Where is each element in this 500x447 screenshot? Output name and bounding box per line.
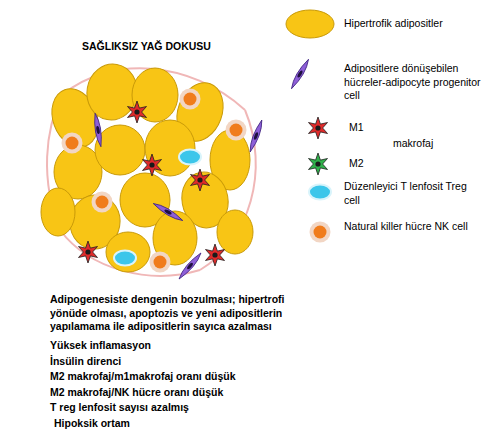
nk-cell (92, 192, 113, 213)
legend-samples (286, 10, 334, 243)
m1-sample (309, 117, 328, 139)
legend-item: Düzenleyici T lenfosit Treg cell (344, 180, 484, 207)
m1-macrophage (143, 154, 162, 176)
progenitor-cell (248, 119, 265, 153)
progenitor-sample (289, 58, 311, 90)
nk-sample (310, 222, 331, 243)
legend-item: Natural killer hücre NK cell (344, 220, 484, 234)
nk-cell (180, 89, 201, 110)
nk-cell (62, 133, 83, 154)
m2-sample (309, 153, 328, 175)
tissue-cells (62, 89, 265, 281)
treg-sample (309, 185, 331, 200)
adipocyte-sample (286, 10, 334, 38)
progenitor-cell (152, 201, 184, 223)
finding-note: Hipoksik ortam (54, 417, 314, 431)
legend-text: M1 (349, 121, 364, 133)
progenitor-cell (92, 113, 103, 147)
legend-text: Adipositlere dönüşebilen hücreler-adipoc… (344, 62, 481, 101)
m1-macrophage (206, 244, 225, 266)
legend-text: Natural killer hücre NK cell (344, 220, 468, 232)
finding-note: T reg lenfosit sayısı azalmış (50, 401, 310, 415)
m1-macrophage (128, 101, 147, 123)
progenitor-cell (177, 251, 203, 281)
m1-macrophage (191, 169, 210, 191)
nk-cell (226, 120, 247, 141)
diagram-title: SAĞLIKSIZ YAĞ DOKUSU (82, 40, 211, 54)
legend-group-label: makrofaj (393, 137, 473, 151)
legend-item: M1 (349, 121, 389, 135)
finding-note: İnsülin direnci (50, 355, 310, 369)
finding-note: Yüksek inflamasyon (50, 339, 310, 353)
legend-item: Hipertrofik adipositler (344, 17, 494, 31)
finding-note: M2 makrofaj/m1makrofaj oranı düşük (50, 370, 310, 384)
adipocyte-cluster (41, 60, 253, 272)
finding-note: Adipogenesiste dengenin bozulması; hiper… (50, 293, 312, 334)
nk-cell (150, 252, 171, 273)
legend-text: Hipertrofik adipositler (344, 17, 443, 29)
adipocyte (95, 125, 145, 175)
legend-item: Adipositlere dönüşebilen hücreler-adipoc… (344, 62, 494, 103)
legend-item: M2 (349, 157, 389, 171)
adipocyte (217, 210, 253, 254)
treg-cell (114, 251, 136, 266)
legend-text: Düzenleyici T lenfosit Treg cell (344, 180, 467, 206)
legend-text: M2 (349, 157, 364, 169)
treg-cell (179, 150, 201, 165)
finding-note: M2 makrofaj/NK hücre oranı düşük (50, 386, 310, 400)
adipocyte (41, 188, 75, 236)
m1-macrophage (79, 241, 98, 263)
adipocyte (106, 232, 150, 272)
